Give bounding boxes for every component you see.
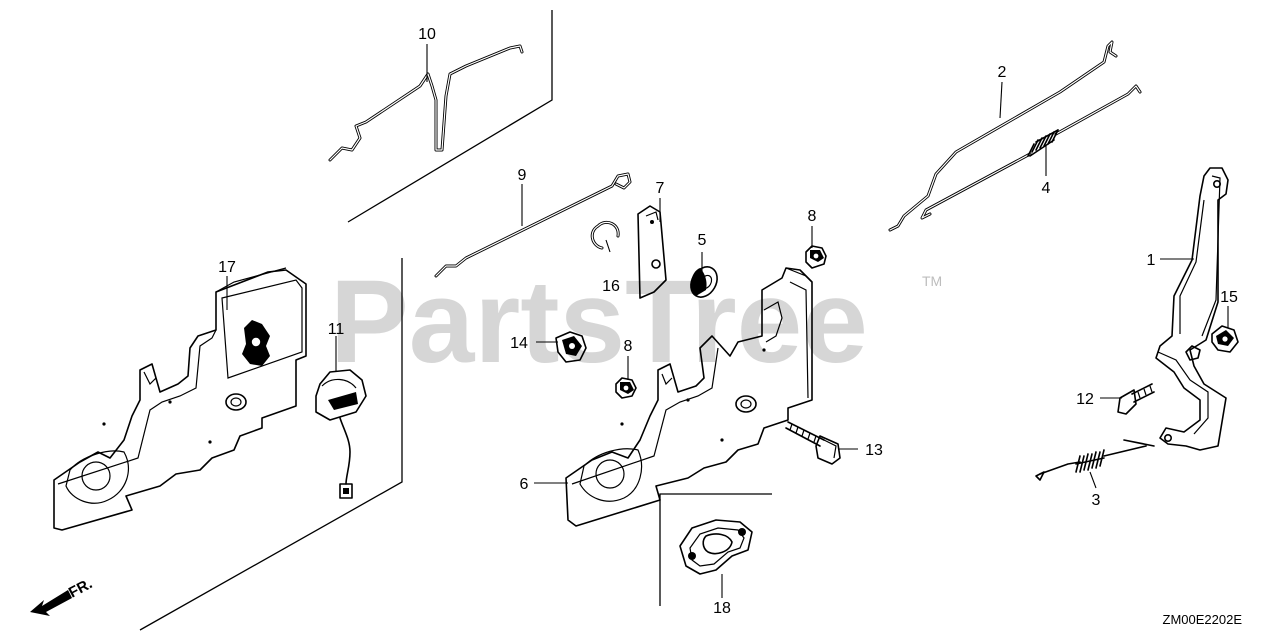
part-4-spring-rod (920, 84, 1142, 220)
part-12-screw (1117, 383, 1155, 415)
part-2-throttle-rod (888, 40, 1118, 232)
callout-18: 18 (713, 600, 731, 617)
callout-3: 3 (1092, 492, 1101, 509)
diagram-code: ZM00E2202E (1163, 612, 1243, 627)
part-1-lever (1155, 167, 1229, 451)
trademark-mark: TM (922, 273, 942, 289)
part-16-clip (590, 220, 620, 250)
callout-12: 12 (1076, 391, 1094, 408)
callout-8-lower: 8 (624, 338, 633, 355)
watermark-text: PartsTree (330, 256, 868, 388)
callout-6: 6 (520, 476, 529, 493)
part-15-nut (1211, 325, 1239, 353)
part-17-bracket-assembly (53, 267, 307, 531)
part-6-bracket-assembly (565, 267, 813, 527)
section-dividers (139, 10, 772, 631)
part-7-plate (637, 205, 667, 299)
callout-17: 17 (218, 259, 236, 276)
callout-2: 2 (998, 64, 1007, 81)
part-3-spring (1035, 439, 1155, 481)
front-direction-indicator: FR. (30, 575, 95, 616)
callout-16: 16 (602, 278, 620, 295)
callout-13: 13 (865, 442, 883, 459)
callout-4: 4 (1042, 180, 1051, 197)
callout-15: 15 (1220, 289, 1238, 306)
callout-labels: 10 9 17 11 7 16 5 8 14 8 6 13 2 4 1 15 1… (218, 26, 1238, 617)
part-11-switch (315, 369, 367, 499)
part-13-bolt (785, 421, 841, 465)
callout-8-upper: 8 (808, 208, 817, 225)
part-8-nut-upper (805, 245, 827, 269)
part-14-holder (555, 331, 587, 363)
callout-11: 11 (328, 321, 345, 338)
part-10-governor-rod (328, 44, 524, 162)
part-9-control-rod (434, 172, 632, 278)
leader-lines (226, 44, 1229, 598)
callout-7: 7 (656, 180, 665, 197)
callout-5: 5 (698, 232, 707, 249)
callout-9: 9 (518, 167, 527, 184)
part-5-washer (690, 266, 718, 298)
part-8-nut-lower (615, 377, 637, 399)
callout-1: 1 (1147, 252, 1156, 269)
callout-10: 10 (418, 26, 436, 43)
callout-14: 14 (510, 335, 528, 352)
part-18-gasket (679, 519, 753, 575)
